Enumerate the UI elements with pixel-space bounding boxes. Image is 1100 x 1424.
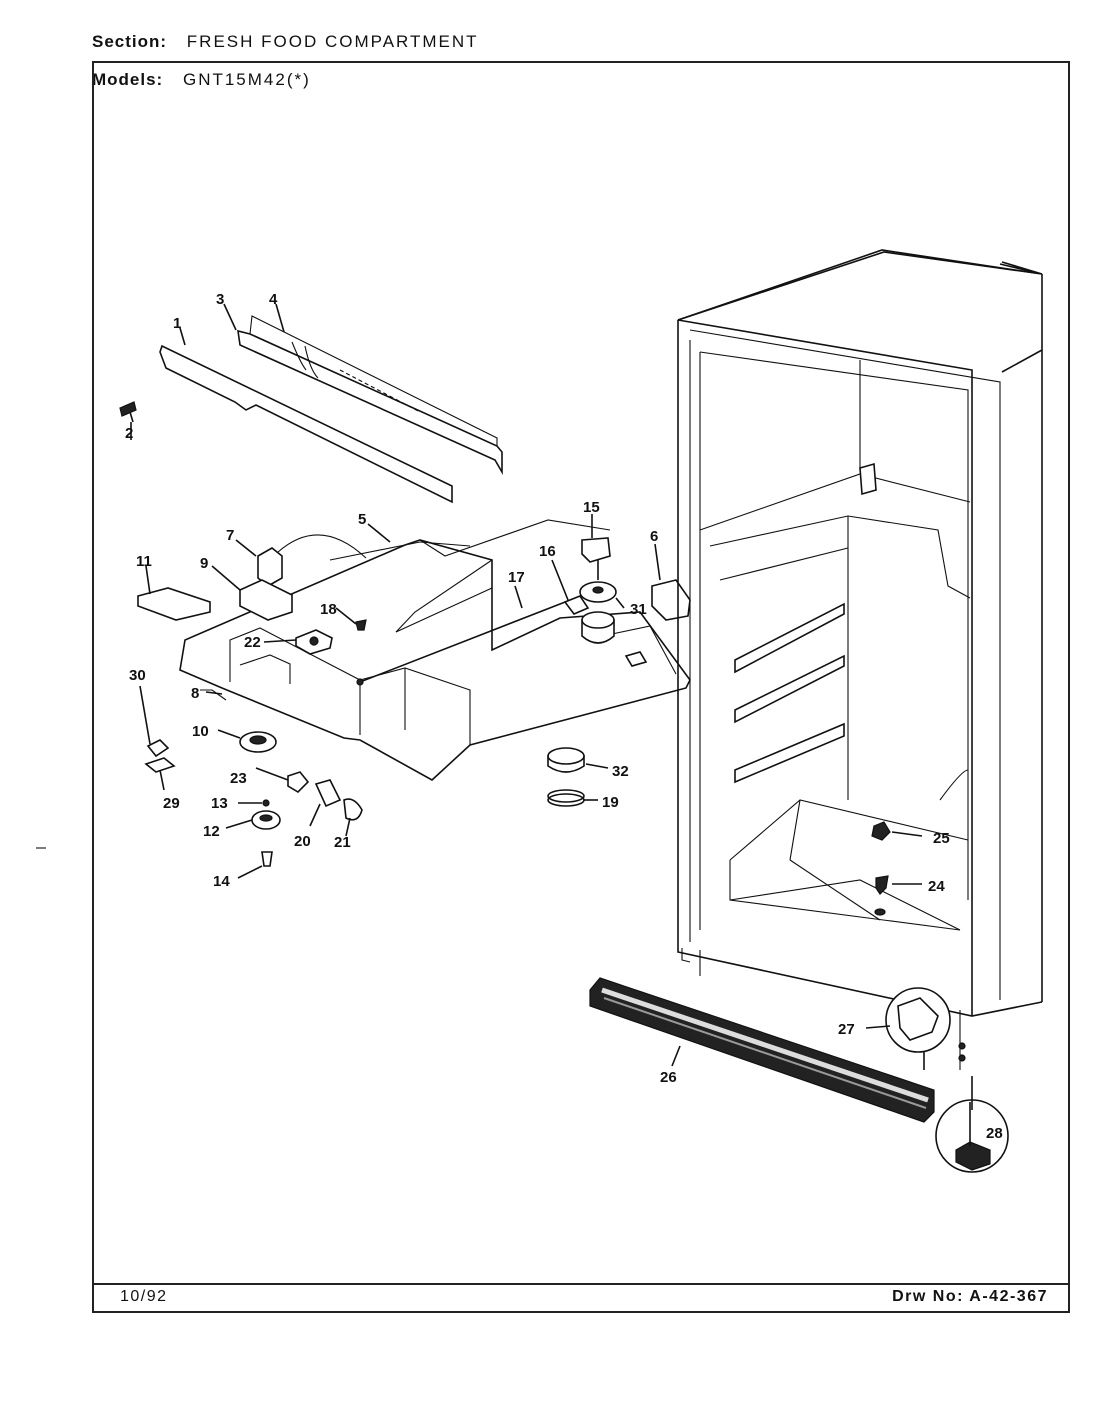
part-13	[262, 799, 270, 807]
callout-31: 31	[630, 601, 647, 618]
callout-7: 7	[226, 527, 234, 544]
callout-18: 18	[320, 601, 337, 618]
refrigerator-cabinet	[677, 249, 1043, 1070]
models-value: GNT15M42(*)	[182, 70, 311, 89]
callout-17: 17	[508, 569, 525, 586]
callout-8: 8	[191, 685, 199, 702]
screw-part-18	[355, 619, 367, 631]
rail-parts-3-4	[237, 315, 503, 475]
callout-10: 10	[192, 723, 209, 740]
callout-1: 1	[173, 315, 181, 332]
callout-6: 6	[650, 528, 658, 545]
drawing-number: Drw No: A-42-367	[892, 1288, 1048, 1305]
switch-part-15	[581, 537, 611, 580]
screw-part-14	[261, 851, 273, 867]
callout-30: 30	[129, 667, 146, 684]
callout-24: 24	[928, 878, 945, 895]
bracket-part-6	[651, 579, 691, 621]
callout-2: 2	[125, 425, 133, 442]
lamp-socket-part-7	[257, 534, 367, 587]
callout-19: 19	[602, 794, 619, 811]
socket-part-20	[314, 779, 342, 808]
callout-16: 16	[539, 543, 556, 560]
bulb-part-21	[343, 798, 363, 821]
part-30	[146, 739, 170, 758]
cover-part-11	[137, 587, 211, 621]
callout-13: 13	[211, 795, 228, 812]
ring-part-19	[547, 789, 585, 807]
part-10	[239, 731, 277, 753]
section-header: Section: FRESH FOOD COMPARTMENT	[92, 32, 479, 52]
part-22	[295, 629, 333, 655]
section-value: FRESH FOOD COMPARTMENT	[186, 32, 479, 51]
callout-28: 28	[986, 1125, 1003, 1142]
bracket-part-9	[239, 579, 293, 621]
callout-4: 4	[269, 291, 278, 308]
callout-14: 14	[213, 873, 230, 890]
callout-29: 29	[163, 795, 180, 812]
callout-21: 21	[334, 834, 351, 851]
footer-divider	[92, 1283, 1070, 1285]
callout-15: 15	[583, 499, 600, 516]
part-29	[144, 757, 176, 773]
switch-part-16	[563, 595, 590, 615]
drawing-frame	[92, 61, 1070, 1313]
callout-9: 9	[200, 555, 208, 572]
callout-25: 25	[933, 830, 950, 847]
models-header: Models: GNT15M42(*)	[92, 70, 311, 90]
callout-3: 3	[216, 291, 224, 308]
wire-terminal	[356, 678, 364, 686]
callout-23: 23	[230, 770, 247, 787]
callout-5: 5	[358, 511, 366, 528]
section-label: Section:	[92, 32, 168, 51]
part-23	[287, 771, 310, 794]
leader-lines	[130, 303, 923, 1067]
rail-part-1	[159, 344, 453, 504]
screw-part-2	[119, 401, 137, 423]
detail-circle-part-28	[935, 1076, 1009, 1173]
callout-26: 26	[660, 1069, 677, 1086]
callout-11: 11	[136, 553, 152, 570]
detail-circle-part-27	[885, 987, 951, 1070]
wire-part-17	[359, 596, 579, 683]
part-12	[251, 810, 281, 830]
callout-32: 32	[612, 763, 629, 780]
footer-date: 10/92	[120, 1288, 168, 1305]
grille-part-26	[589, 977, 935, 1123]
callout-27: 27	[838, 1021, 855, 1038]
control-housing-part-8	[179, 519, 691, 781]
callout-20: 20	[294, 833, 311, 850]
models-label: Models:	[92, 70, 164, 89]
knob-part-31	[579, 581, 617, 644]
cap-part-32	[547, 747, 585, 773]
callouts: 1 2 3 4 5 6 7 8 9 10 11 12 13 14 15 16 1…	[125, 291, 1003, 1142]
callout-22: 22	[244, 634, 261, 651]
housing-top-part-5	[329, 541, 471, 561]
callout-12: 12	[203, 823, 220, 840]
